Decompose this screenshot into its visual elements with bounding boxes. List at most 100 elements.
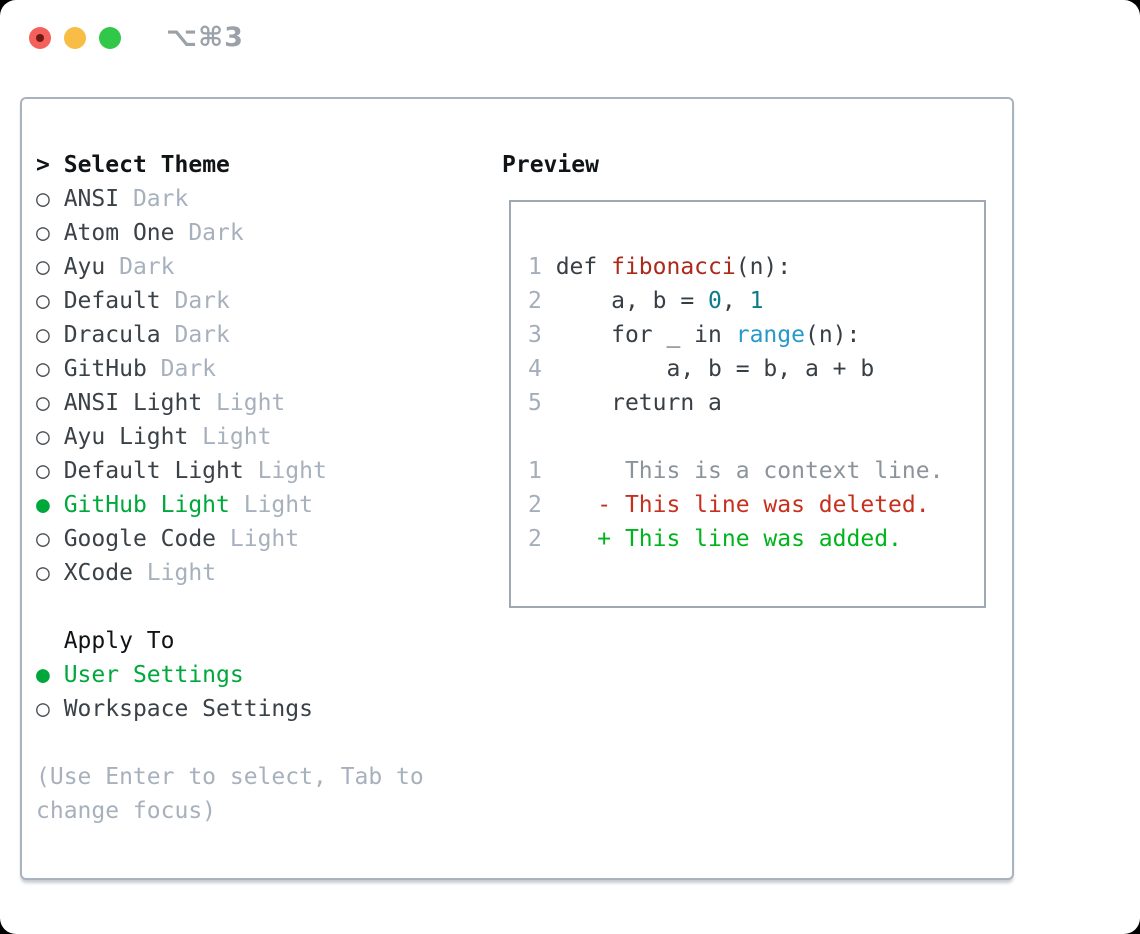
- prompt-caret-icon: >: [36, 152, 50, 178]
- code-token-code: a, b = b, a + b: [555, 356, 875, 382]
- code-token-code: def: [555, 254, 612, 280]
- theme-item-dracula[interactable]: ○ Dracula Dark: [36, 318, 476, 352]
- theme-variant-tag: Light: [132, 560, 217, 586]
- theme-item-ayu[interactable]: ○ Ayu Dark: [36, 250, 476, 284]
- theme-name: Atom One: [63, 220, 175, 246]
- select-theme-header: > Select Theme: [36, 148, 476, 182]
- theme-variant-tag: Light: [216, 526, 300, 552]
- apply-option-label: User Settings: [63, 662, 244, 688]
- code-line: 3 for _ in range(n):: [528, 318, 970, 352]
- theme-item-default-light[interactable]: ○ Default Light Light: [36, 454, 476, 488]
- code-line: 2 + This line was added.: [528, 522, 970, 556]
- theme-item-atom-one[interactable]: ○ Atom One Dark: [36, 216, 476, 250]
- code-token-context: This is a context line.: [555, 458, 944, 484]
- theme-name: ANSI Light: [63, 390, 203, 416]
- radio-selected-icon: ●: [36, 492, 64, 518]
- theme-item-ansi-light[interactable]: ○ ANSI Light Light: [36, 386, 476, 420]
- code-token-code: (n):: [804, 322, 861, 348]
- radio-icon: ○: [36, 356, 64, 382]
- theme-name: Ayu Light: [63, 424, 189, 450]
- preview-title: Preview: [502, 152, 599, 178]
- code-line: 4 a, b = b, a + b: [528, 352, 970, 386]
- radio-icon: ○: [36, 254, 64, 280]
- radio-selected-icon: ●: [36, 662, 64, 688]
- theme-variant-tag: Light: [243, 458, 327, 484]
- theme-name: Google Code: [63, 526, 217, 552]
- code-line: 2 - This line was deleted.: [528, 488, 970, 522]
- close-button[interactable]: [29, 27, 51, 49]
- theme-variant-tag: Dark: [174, 220, 244, 246]
- code-line: 1 This is a context line.: [528, 454, 970, 488]
- theme-item-default[interactable]: ○ Default Dark: [36, 284, 476, 318]
- theme-variant-tag: Dark: [146, 356, 217, 382]
- apply-option-workspace-settings[interactable]: ○ Workspace Settings: [36, 692, 476, 726]
- code-token-code: (n):: [735, 254, 792, 280]
- line-number: 5: [528, 390, 556, 416]
- theme-selector-column: > Select Theme ○ ANSI Dark○ Atom One Dar…: [36, 148, 476, 828]
- theme-list: ○ ANSI Dark○ Atom One Dark○ Ayu Dark○ De…: [36, 182, 476, 590]
- code-token-function: fibonacci: [611, 254, 736, 280]
- line-number: 1: [528, 458, 556, 484]
- theme-name: Ayu: [63, 254, 106, 280]
- theme-variant-tag: Dark: [105, 254, 175, 280]
- code-token-builtin: range: [735, 322, 805, 348]
- theme-name: Dracula: [63, 322, 161, 348]
- radio-icon: ○: [36, 696, 64, 722]
- code-line: 2 a, b = 0, 1: [528, 284, 970, 318]
- theme-variant-tag: Dark: [160, 322, 230, 348]
- titlebar: ⌥⌘3: [0, 0, 1140, 80]
- code-token-number: 0: [708, 288, 722, 314]
- code-token-code: [556, 492, 598, 518]
- theme-item-ayu-light[interactable]: ○ Ayu Light Light: [36, 420, 476, 454]
- radio-icon: ○: [36, 390, 64, 416]
- theme-variant-tag: Light: [202, 390, 286, 416]
- code-token-code: ,: [721, 288, 750, 314]
- line-number: 1: [528, 254, 556, 280]
- line-number: 2: [528, 492, 556, 518]
- apply-option-user-settings[interactable]: ● User Settings: [36, 658, 476, 692]
- zoom-button[interactable]: [99, 27, 121, 49]
- theme-item-xcode[interactable]: ○ XCode Light: [36, 556, 476, 590]
- radio-icon: ○: [36, 220, 64, 246]
- code-line: 1 def fibonacci(n):: [528, 250, 970, 284]
- line-number: 2: [528, 526, 556, 552]
- apply-to-options: ● User Settings○ Workspace Settings: [36, 658, 476, 726]
- window-title: ⌥⌘3: [166, 22, 244, 53]
- theme-variant-tag: Light: [188, 424, 272, 450]
- theme-name: Default Light: [63, 458, 244, 484]
- radio-icon: ○: [36, 458, 64, 484]
- apply-option-label: Workspace Settings: [63, 696, 313, 722]
- radio-icon: ○: [36, 424, 64, 450]
- theme-name: Default: [63, 288, 161, 314]
- code-token-number: 1: [749, 288, 764, 314]
- theme-item-ansi[interactable]: ○ ANSI Dark: [36, 182, 476, 216]
- theme-name: XCode: [63, 560, 133, 586]
- code-token-deleted: - This line was deleted.: [597, 492, 930, 518]
- select-theme-header-label: Select Theme: [63, 152, 230, 178]
- spacer: [36, 726, 476, 760]
- theme-item-github[interactable]: ○ GitHub Dark: [36, 352, 476, 386]
- code-blank-line: [528, 420, 970, 454]
- minimize-button[interactable]: [64, 27, 86, 49]
- theme-variant-tag: Dark: [160, 288, 230, 314]
- theme-name: GitHub: [63, 356, 147, 382]
- theme-item-google-code[interactable]: ○ Google Code Light: [36, 522, 476, 556]
- apply-to-header: Apply To: [36, 624, 476, 658]
- radio-icon: ○: [36, 526, 64, 552]
- line-number: 4: [528, 356, 556, 382]
- theme-item-github-light[interactable]: ● GitHub Light Light: [36, 488, 476, 522]
- apply-to-header-label: Apply To: [63, 628, 175, 654]
- theme-variant-tag: Light: [229, 492, 313, 518]
- radio-icon: ○: [36, 322, 64, 348]
- code-token-added: + This line was added.: [597, 526, 902, 552]
- code-token-code: for _ in: [555, 322, 736, 348]
- hint-text-line-2: change focus): [36, 798, 217, 824]
- radio-icon: ○: [36, 560, 64, 586]
- radio-icon: ○: [36, 186, 64, 212]
- theme-name: GitHub Light: [63, 492, 230, 518]
- spacer: [36, 590, 476, 624]
- radio-icon: ○: [36, 288, 64, 314]
